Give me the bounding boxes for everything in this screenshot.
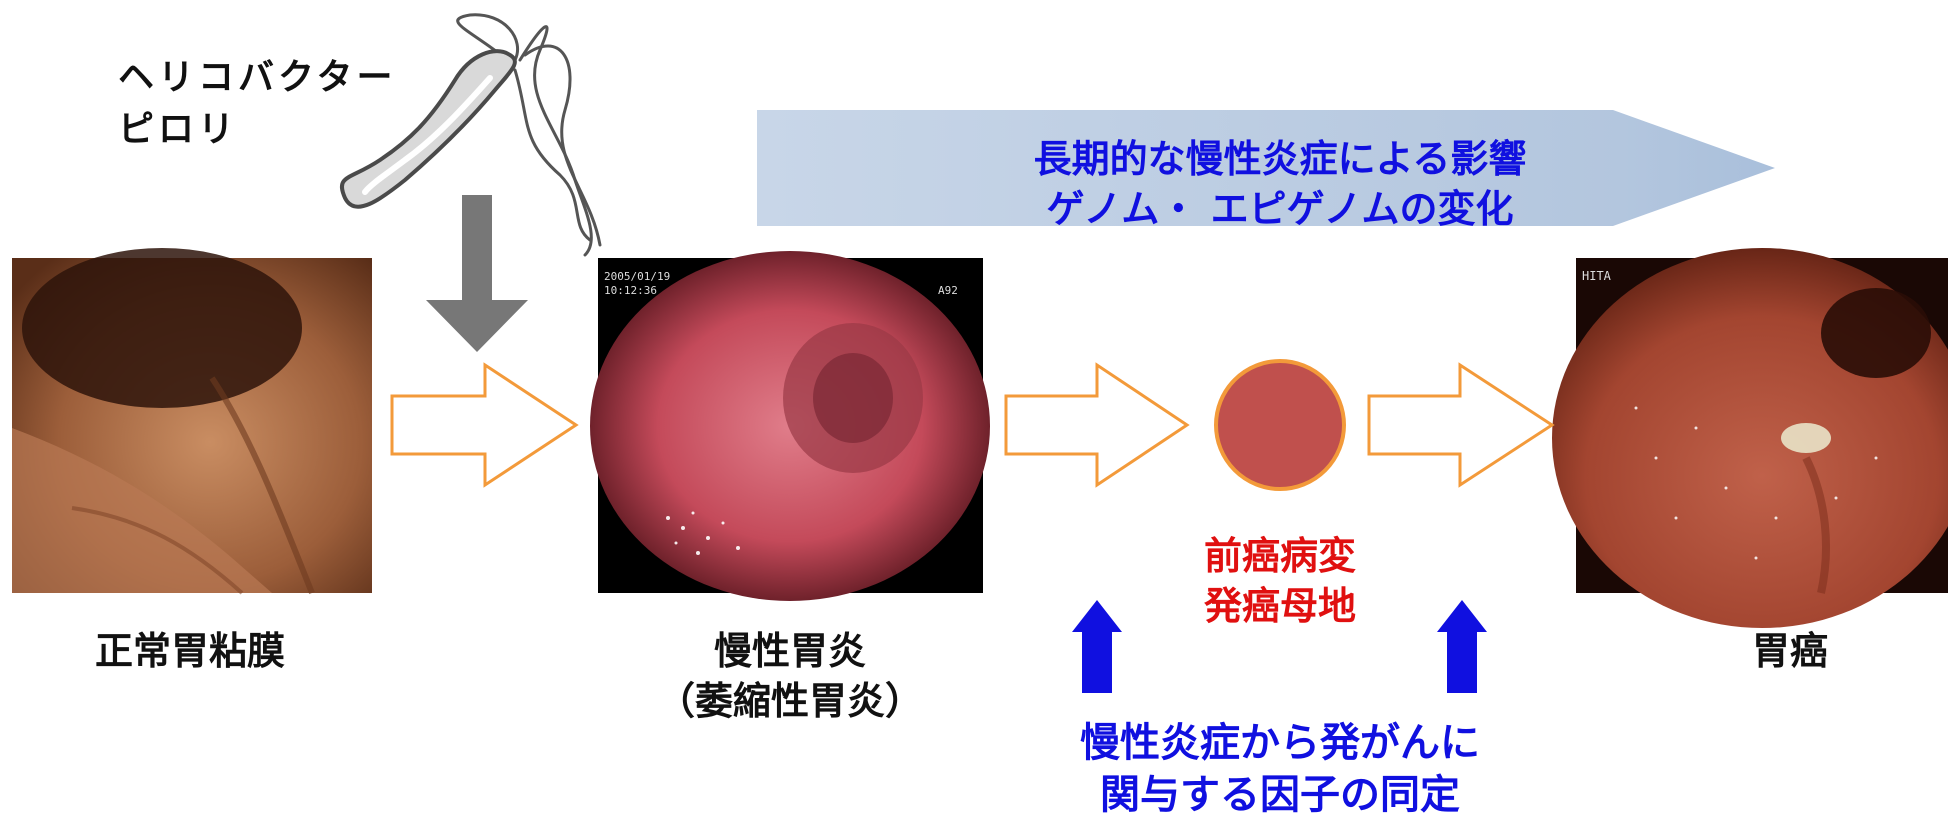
gastritis-sublabel: （萎縮性胃炎） [600,670,980,725]
lesion-label-line1: 前癌病変 [1130,525,1430,580]
factor-label-line1: 慢性炎症から発がんに [980,710,1580,768]
gastritis-label: 慢性胃炎 [640,620,940,675]
lesion-label-line2: 発癌母地 [1130,575,1430,630]
up-arrow-right [1437,600,1487,693]
gastric-cancer-label: 胃癌 [1700,620,1880,675]
factor-label-line2: 関与する因子の同定 [980,762,1580,820]
normal-mucosa-label: 正常胃粘膜 [40,620,340,675]
up-arrow-left [1072,600,1122,693]
